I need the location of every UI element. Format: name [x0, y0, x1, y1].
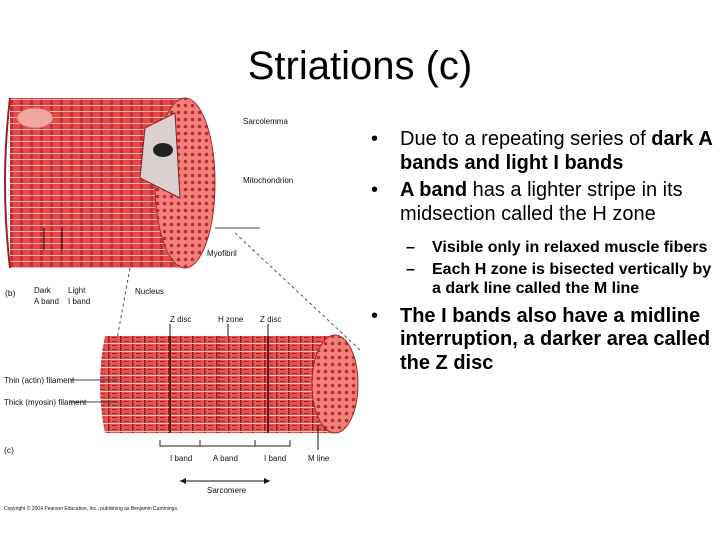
label-i-band-left: I band: [170, 454, 192, 463]
bullet-dot: •: [371, 128, 378, 152]
bullet-3: • The I bands also have a midline interr…: [368, 305, 718, 376]
sub-bullet-1: – Visible only in relaxed muscle fibers: [368, 238, 718, 258]
label-light: Light: [68, 286, 86, 295]
bullet-1: • Due to a repeating series of dark A ba…: [368, 128, 718, 175]
label-a-band-top: A band: [34, 297, 59, 306]
bullet-2: • A band has a lighter stripe in its mid…: [368, 179, 718, 226]
label-thin-filament: Thin (actin) filament: [4, 376, 75, 385]
bullet-dot: •: [371, 305, 378, 329]
slide-title: Striations (c): [0, 44, 720, 89]
label-panel-c: (c): [4, 445, 14, 455]
label-z-disc-right: Z disc: [260, 315, 281, 324]
label-dark: Dark: [34, 286, 52, 295]
label-sarcomere: Sarcomere: [207, 486, 247, 495]
label-m-line: M line: [308, 454, 330, 463]
copyright-text: Copyright © 2004 Pearson Education, Inc.…: [4, 505, 178, 512]
label-thick-filament: Thick (myosin) filament: [4, 398, 87, 407]
muscle-fiber-drawing: [5, 98, 260, 268]
label-a-band: A band: [213, 454, 238, 463]
label-mitochondrion: Mitochondrion: [243, 176, 293, 185]
label-panel-b: (b): [5, 288, 16, 298]
label-myofibril: Myofibril: [207, 249, 237, 258]
bullet-dash: –: [406, 260, 415, 280]
label-h-zone: H zone: [218, 315, 244, 324]
bullet-dot: •: [371, 179, 378, 203]
muscle-fiber-figure: Sarcolemma Mitochondrion Myofibril (b) D…: [0, 88, 360, 518]
label-i-band-right: I band: [264, 454, 286, 463]
bullet-list: • Due to a repeating series of dark A ba…: [368, 128, 718, 379]
sub-bullet-2: – Each H zone is bisected vertically by …: [368, 260, 718, 299]
label-z-disc-left: Z disc: [170, 315, 191, 324]
label-nucleus: Nucleus: [135, 287, 164, 296]
label-sarcolemma: Sarcolemma: [243, 117, 288, 126]
label-i-band-top: I band: [68, 297, 90, 306]
bullet-dash: –: [406, 238, 415, 258]
